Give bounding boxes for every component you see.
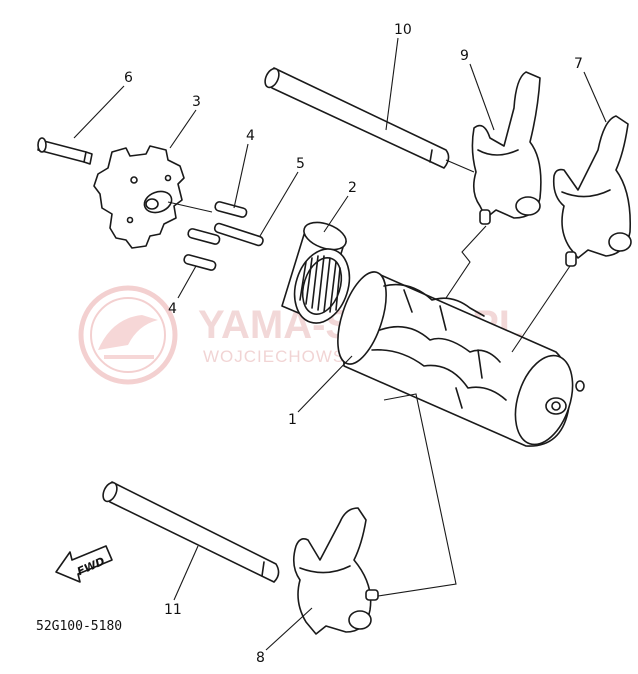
part-label-9: 9 [460,48,469,64]
part-label-5: 5 [296,156,305,172]
leader-4a [233,143,249,209]
part-label-4-lower: 4 [168,301,177,317]
watermark-logo [78,285,178,385]
part-label-7: 7 [574,56,583,72]
part-9-shift-fork [471,71,542,225]
leader-4b [177,265,197,299]
part-6-bolt [37,137,93,165]
ref-drum-to-fork-8 [377,393,457,597]
leader-3 [169,109,197,149]
part-8-shift-fork [292,507,379,635]
part-label-4-upper: 4 [246,128,255,144]
part-11-shift-shaft [102,481,280,583]
fwd-arrow: FWD [55,545,113,583]
leader-lines [73,37,607,651]
leader-5 [259,171,299,237]
part-1-shift-drum [337,271,585,447]
leader-9 [469,63,495,131]
leader-6 [73,85,125,139]
part-5-pin [213,222,264,247]
ref-drum-to-fork-9 [445,225,487,299]
part-label-6: 6 [124,70,133,86]
leader-8 [265,607,313,651]
leader-2 [323,195,349,233]
part-2-bearing [281,221,351,324]
part-label-10: 10 [394,22,412,38]
part-label-3: 3 [192,94,201,110]
ref-drum-to-fork-7 [511,265,571,353]
leader-1 [297,355,353,413]
part-label-1: 1 [288,412,297,428]
part-4-pins [167,201,248,271]
leader-11 [173,545,199,601]
drawing-code: 52G100-5180 [36,619,122,634]
arrow-left-icon [55,545,113,583]
part-label-2: 2 [348,180,357,196]
part-labels: 10 9 7 6 3 4 5 2 4 1 11 8 [124,22,583,666]
part-10-shift-shaft [264,67,475,173]
part-3-segment-plate [93,145,185,249]
leader-10 [385,37,399,131]
part-7-shift-fork [552,115,632,267]
part-label-11: 11 [164,602,182,618]
leader-7 [583,71,607,123]
part-label-8: 8 [256,650,265,666]
